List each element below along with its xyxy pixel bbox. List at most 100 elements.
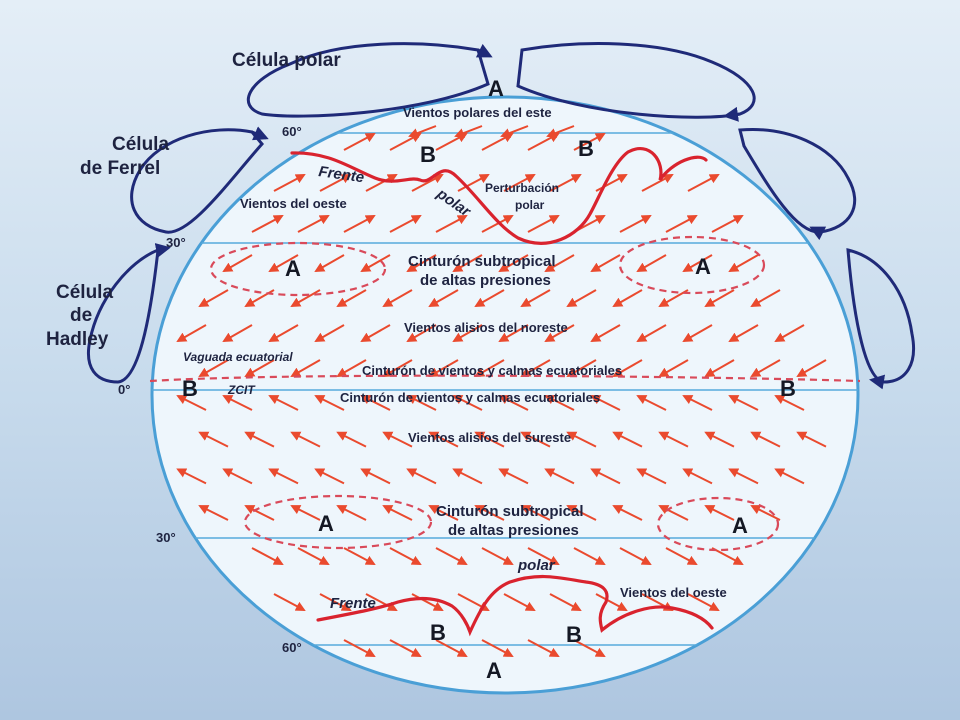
wind-arrow-icon xyxy=(566,289,597,307)
wind-arrow-icon xyxy=(198,359,229,377)
wind-arrow-icon xyxy=(319,174,352,192)
hadley-cell-left-arrow xyxy=(154,242,171,258)
wind-arrow-icon xyxy=(612,505,643,521)
wind-arrow-icon xyxy=(297,215,330,233)
wind-arrow-icon xyxy=(665,547,698,565)
wind-arrow-icon xyxy=(612,431,643,448)
label-ferrel-cell-line1: Célula xyxy=(112,134,169,155)
wind-arrow-icon xyxy=(595,593,628,611)
label-front-south-1: polar xyxy=(517,557,556,574)
wind-arrow-icon xyxy=(360,324,391,342)
wind-arrow-icon xyxy=(636,324,667,342)
pressure-low-south-right: B xyxy=(566,622,582,647)
wind-arrow-icon xyxy=(435,547,468,565)
wind-arrow-icon xyxy=(290,359,321,377)
wind-arrow-icon xyxy=(481,639,514,657)
wind-arrow-icon xyxy=(343,639,376,657)
lat-south-30: 30° xyxy=(156,530,176,545)
label-front-north-1: Frente xyxy=(317,163,365,186)
wind-arrow-icon xyxy=(590,254,621,272)
wind-arrow-icon xyxy=(573,133,606,151)
wind-arrow-icon xyxy=(176,468,207,485)
wind-arrow-icon xyxy=(343,215,376,233)
high-north-left-outline xyxy=(209,241,387,297)
wind-arrow-icon xyxy=(658,431,689,448)
wind-arrow-icon xyxy=(728,395,759,411)
wind-arrow-icon xyxy=(365,593,398,611)
lat-north-60: 60° xyxy=(282,124,302,139)
wind-arrow-icon xyxy=(566,505,597,521)
pressure-high-south-right: A xyxy=(732,513,748,538)
wind-arrow-icon xyxy=(314,324,345,342)
wind-arrow-icon xyxy=(435,639,468,657)
lat-equator: 0° xyxy=(118,382,130,397)
wind-arrow-icon xyxy=(750,505,781,521)
wind-arrow-icon xyxy=(704,289,735,307)
wind-arrow-icon xyxy=(176,395,207,411)
pressure-high-south-left: A xyxy=(318,511,334,536)
wind-arrow-icon xyxy=(619,215,652,233)
wind-arrow-icon xyxy=(704,431,735,448)
label-equatorial-trough: Vaguada ecuatorial xyxy=(183,350,293,364)
wind-arrow-icon xyxy=(641,174,674,192)
wind-arrow-icon xyxy=(595,174,628,192)
wind-arrow-icon xyxy=(365,174,398,192)
wind-arrow-icon xyxy=(774,324,805,342)
hadley-cell-right-arrow xyxy=(869,374,886,390)
wind-arrow-icon xyxy=(658,505,689,521)
wind-arrow-icon xyxy=(549,174,582,192)
wind-arrow-icon xyxy=(481,547,514,565)
front-south xyxy=(316,574,714,637)
label-westerlies-south: Vientos del oeste xyxy=(620,585,727,600)
wind-arrow-icon xyxy=(520,431,551,448)
wind-arrow-icon xyxy=(498,395,529,411)
wind-arrow-icon xyxy=(544,395,575,411)
wind-arrow-icon xyxy=(573,639,606,657)
pressure-high-north-right: A xyxy=(695,254,711,279)
wind-arrow-icon xyxy=(314,468,345,485)
wind-arrow-icon xyxy=(319,593,352,611)
wind-arrow-icon xyxy=(682,324,713,342)
wind-arrow-icon xyxy=(336,359,367,377)
pressure-low-equator-left: B xyxy=(182,376,198,401)
label-polar-disturbance-1: Perturbación xyxy=(485,181,559,195)
wind-arrow-icon xyxy=(457,174,490,192)
wind-arrow-icon xyxy=(728,468,759,485)
wind-arrow-icon xyxy=(452,468,483,485)
wind-arrow-icon xyxy=(222,254,253,272)
wind-arrow-icon xyxy=(474,505,505,521)
wind-arrow-icon xyxy=(704,505,735,521)
wind-arrow-icon xyxy=(198,289,229,307)
pressure-centers xyxy=(149,235,861,552)
wind-arrow-icon xyxy=(198,431,229,448)
wind-arrow-icon xyxy=(682,254,713,272)
circulation-cells xyxy=(87,42,915,390)
wind-arrow-icon xyxy=(498,468,529,485)
wind-arrow-icon xyxy=(796,431,827,448)
wind-arrow-icon xyxy=(481,133,514,151)
wind-arrow-icon xyxy=(498,324,529,342)
wind-arrow-icon xyxy=(389,639,422,657)
lat-north-30: 30° xyxy=(166,235,186,250)
wind-arrow-icon xyxy=(619,547,652,565)
label-polar-cell: Célula polar xyxy=(232,50,341,71)
wind-arrow-icon xyxy=(636,395,667,411)
pressure-pole-bottom: A xyxy=(486,658,502,683)
wind-arrow-icon xyxy=(297,547,330,565)
wind-arrow-icon xyxy=(636,468,667,485)
wind-arrow-icon xyxy=(682,468,713,485)
wind-arrow-icon xyxy=(590,324,621,342)
label-doldrums-lower: Cinturón de vientos y calmas ecuatoriale… xyxy=(340,390,600,405)
wind-arrow-icon xyxy=(520,289,551,307)
label-front-south-2: Frente xyxy=(330,595,376,612)
wind-arrow-icon xyxy=(452,254,483,272)
ferrel-cell-right xyxy=(738,127,857,234)
wind-arrow-icon xyxy=(687,174,720,192)
label-subtropical-south-2: de altas presiones xyxy=(448,522,579,539)
label-subtropical-south-1: Cinturón subtropical xyxy=(436,503,584,520)
pressure-low-north-left: B xyxy=(420,142,436,167)
wind-arrow-icon xyxy=(343,133,376,151)
label-hadley-cell-line1: Célula xyxy=(56,282,113,303)
wind-arrow-icon xyxy=(268,254,299,272)
wind-arrow-icon xyxy=(544,468,575,485)
